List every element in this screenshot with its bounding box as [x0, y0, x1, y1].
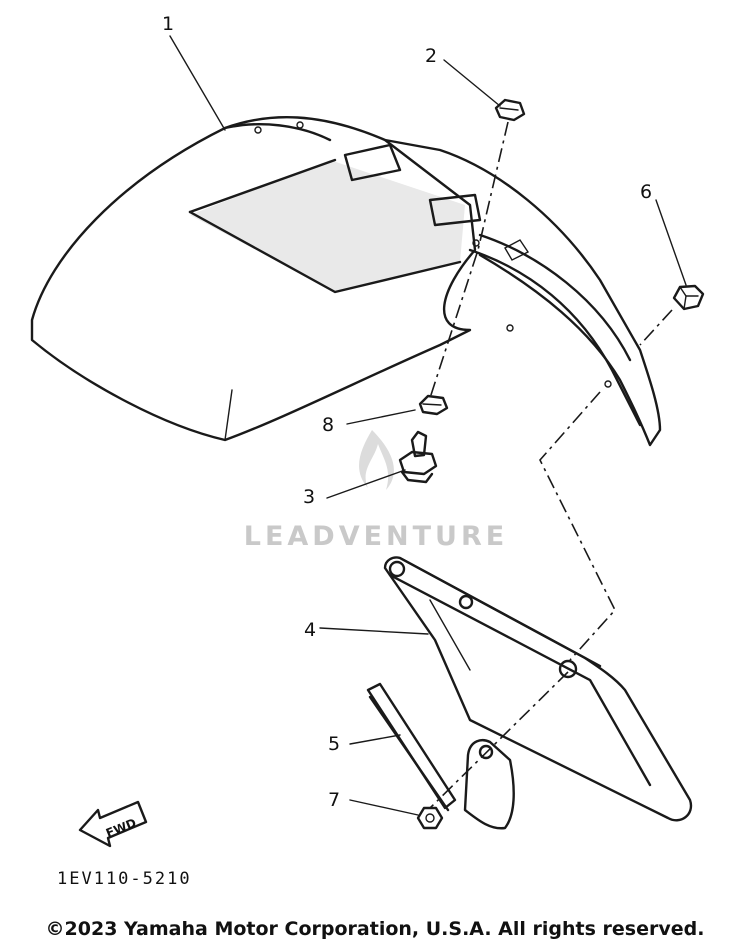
callout-5: 5	[328, 733, 340, 755]
fwd-arrow-icon: FWD	[78, 800, 148, 848]
callout-1: 1	[162, 13, 174, 35]
callout-8: 8	[322, 414, 334, 436]
nut-7	[416, 806, 444, 830]
callout-7: 7	[328, 789, 340, 811]
watermark: LEADVENTURE	[244, 430, 508, 552]
grommet-2	[494, 98, 526, 122]
callout-6: 6	[640, 181, 652, 203]
callout-4: 4	[304, 619, 316, 641]
callout-3: 3	[303, 486, 315, 508]
callout-2: 2	[425, 45, 437, 67]
fwd-label: FWD	[104, 816, 138, 841]
part-code: 1EV110-5210	[57, 869, 192, 889]
brace-5	[366, 682, 515, 830]
watermark-text: LEADVENTURE	[244, 521, 508, 552]
assembly-lines	[429, 121, 673, 809]
grommet-8	[418, 394, 449, 416]
plate-bracket-4	[383, 556, 693, 822]
rear-fender	[30, 116, 662, 447]
leader-lines	[169, 35, 687, 816]
copyright-notice: ©2023 Yamaha Motor Corporation, U.S.A. A…	[45, 918, 705, 940]
bolt-6	[672, 284, 705, 311]
stud-3	[398, 430, 438, 484]
